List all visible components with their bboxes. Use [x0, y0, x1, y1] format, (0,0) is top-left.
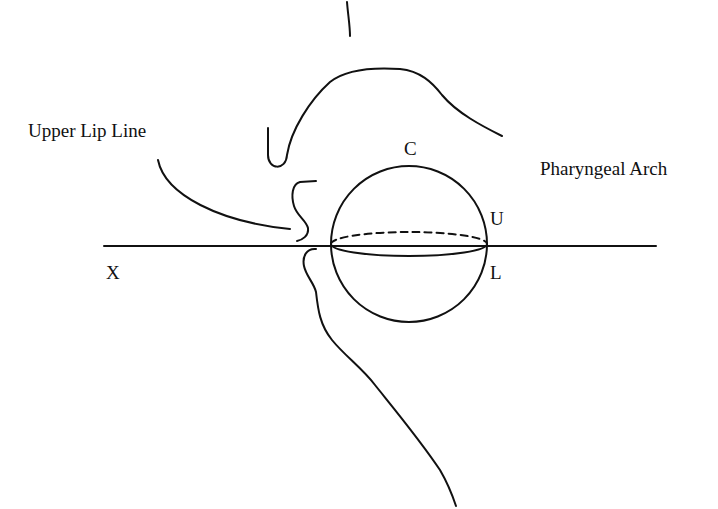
x-axis-line	[104, 245, 656, 247]
leader-line	[158, 160, 290, 229]
part-label: C	[404, 138, 417, 161]
part-label: L	[490, 262, 502, 285]
part-label: X	[106, 262, 120, 285]
sphere-equator-front	[331, 244, 487, 256]
lower-lip-chin	[304, 249, 456, 506]
part-label: Pharyngeal Arch	[540, 158, 667, 181]
sphere-outline	[331, 166, 487, 322]
part-label: U	[490, 208, 504, 231]
part-label: Upper Lip Line	[28, 120, 146, 143]
nose-palate-outline	[268, 68, 502, 166]
sphere-equator-back	[331, 232, 487, 244]
upper-lip	[292, 181, 316, 241]
profile-line	[347, 2, 350, 36]
